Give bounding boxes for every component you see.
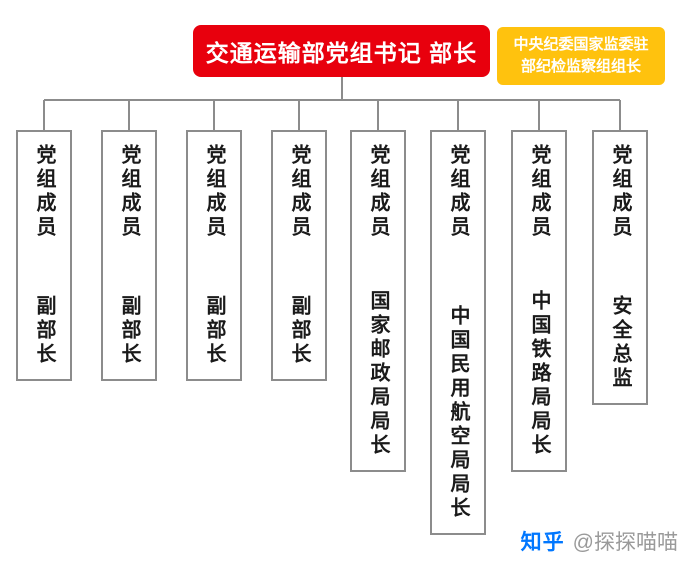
watermark: 知乎 @探探喵喵 (521, 526, 678, 556)
org-node-title-label: 中国铁路局局长 (528, 290, 550, 458)
side-node-discipline-inspection: 中央纪委国家监委驻 部纪检监察组组长 (497, 27, 665, 85)
org-node-railway-bureau-director: 党组成员 中国铁路局局长 (511, 130, 567, 472)
watermark-handle: @探探喵喵 (572, 531, 678, 554)
org-node-title-label: 副部长 (203, 295, 225, 367)
org-node-postal-bureau-director: 党组成员 国家邮政局局长 (350, 130, 406, 472)
side-node-line2: 部纪检监察组组长 (520, 58, 641, 75)
org-node-vice-minister-3: 党组成员 副部长 (186, 130, 242, 381)
org-node-group-label: 党组成员 (288, 144, 310, 240)
org-node-group-label: 党组成员 (528, 144, 550, 240)
org-node-group-label: 党组成员 (118, 144, 140, 240)
org-node-vice-minister-4: 党组成员 副部长 (271, 130, 327, 381)
org-node-group-label: 党组成员 (609, 144, 631, 240)
root-node-label: 交通运输部党组书记 部长 (205, 40, 478, 66)
root-node-minister: 交通运输部党组书记 部长 (193, 25, 490, 77)
org-node-title-label: 副部长 (118, 295, 140, 367)
org-node-civil-aviation-director: 党组成员 中国民用航空局局长 (430, 130, 486, 535)
org-node-title-label: 中国民用航空局局长 (447, 305, 469, 521)
org-node-group-label: 党组成员 (203, 144, 225, 240)
org-node-title-label: 副部长 (288, 295, 310, 367)
org-node-group-label: 党组成员 (447, 144, 469, 240)
org-node-vice-minister-2: 党组成员 副部长 (101, 130, 157, 381)
side-node-line1: 中央纪委国家监委驻 (513, 36, 649, 54)
zhihu-logo: 知乎 (520, 531, 565, 554)
org-node-group-label: 党组成员 (367, 144, 389, 240)
org-node-title-label: 安全总监 (609, 295, 631, 391)
org-node-title-label: 副部长 (33, 295, 55, 367)
org-node-chief-safety-supervisor: 党组成员 安全总监 (592, 130, 648, 405)
org-node-vice-minister-1: 党组成员 副部长 (16, 130, 72, 381)
org-node-title-label: 国家邮政局局长 (367, 290, 389, 458)
org-node-group-label: 党组成员 (33, 144, 55, 240)
